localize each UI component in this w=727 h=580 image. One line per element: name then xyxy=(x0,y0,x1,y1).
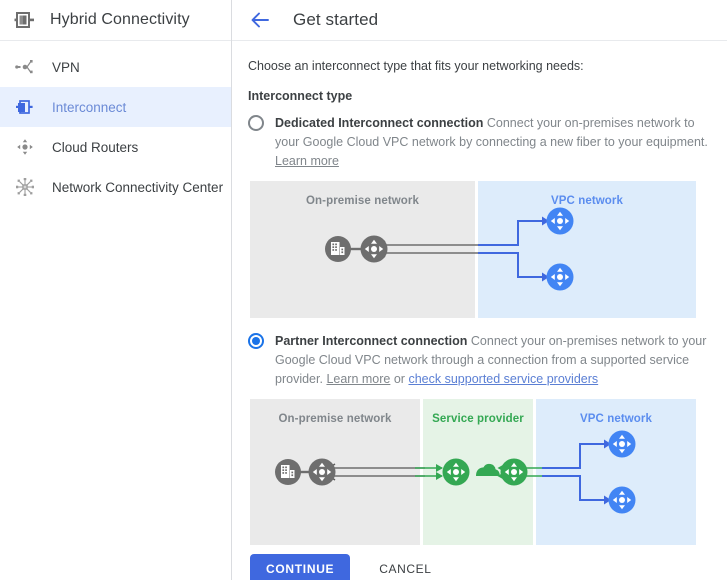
product-title: Hybrid Connectivity xyxy=(50,11,190,28)
radio-dot xyxy=(252,337,260,345)
zone-label: VPC network xyxy=(579,413,653,425)
radio-button-dedicated[interactable] xyxy=(248,115,264,131)
action-bar: CONTINUE CANCEL xyxy=(250,554,711,580)
diagram-zone-vpc: VPC network xyxy=(536,399,696,545)
back-arrow-icon[interactable] xyxy=(248,8,272,32)
continue-button[interactable]: CONTINUE xyxy=(250,554,351,580)
radio-ring xyxy=(248,333,264,349)
provider-cloud xyxy=(476,463,500,476)
learn-more-link-dedicated[interactable]: Learn more xyxy=(275,154,339,168)
option-conjunction: or xyxy=(393,372,405,386)
option-title: Dedicated Interconnect connection xyxy=(275,116,484,130)
main-body: Choose an interconnect type that fits yo… xyxy=(232,41,727,580)
sidebar-item-network-connectivity-center[interactable]: Network Connectivity Center xyxy=(0,167,231,207)
zone-label: On-premise network xyxy=(278,413,392,425)
radio-option-partner[interactable]: Partner Interconnect connection Connect … xyxy=(248,332,711,389)
diagram-dedicated-graphics xyxy=(325,207,574,291)
sidebar-header: Hybrid Connectivity xyxy=(0,0,231,41)
vpn-icon xyxy=(14,56,36,78)
sidebar-item-label: Network Connectivity Center xyxy=(52,179,224,195)
sidebar-item-label: VPN xyxy=(52,59,80,75)
sidebar-nav: VPN Interconnect xyxy=(0,41,231,207)
sidebar-item-label: Interconnect xyxy=(52,99,127,115)
sidebar-item-vpn[interactable]: VPN xyxy=(0,47,231,87)
option-description: Connect your on-premises network to your… xyxy=(275,116,708,149)
diagram-dedicated-interconnect: On-premise network VPC network xyxy=(250,181,696,318)
radio-button-partner[interactable] xyxy=(248,333,264,349)
option-description: Connect your on-premises network to your… xyxy=(275,334,707,386)
option-title: Partner Interconnect connection xyxy=(275,334,468,348)
zone-label: Service provider xyxy=(432,413,524,425)
radio-label-dedicated: Dedicated Interconnect connection Connec… xyxy=(275,114,711,171)
sidebar-item-interconnect[interactable]: Interconnect xyxy=(0,87,231,127)
main-panel: Get started Choose an interconnect type … xyxy=(232,0,727,580)
intro-text: Choose an interconnect type that fits yo… xyxy=(248,59,584,73)
zone-label: VPC network xyxy=(550,195,624,207)
diagram-zone-vpc: VPC network xyxy=(478,181,696,318)
cloud-router-icon xyxy=(14,136,36,158)
page-title: Get started xyxy=(293,10,379,29)
network-connectivity-center-icon xyxy=(14,176,36,198)
check-supported-service-providers-link[interactable]: check supported service providers xyxy=(408,372,599,386)
sidebar: Hybrid Connectivity VPN xyxy=(0,0,232,580)
cancel-button[interactable]: CANCEL xyxy=(367,554,443,580)
radio-option-dedicated[interactable]: Dedicated Interconnect connection Connec… xyxy=(248,114,711,171)
radio-label-partner: Partner Interconnect connection Connect … xyxy=(275,332,711,389)
learn-more-link-partner[interactable]: Learn more xyxy=(326,372,391,386)
interconnect-icon xyxy=(14,96,36,118)
diagram-partner-interconnect: On-premise network Service provider VPC … xyxy=(250,399,696,545)
radio-ring xyxy=(248,115,264,131)
main-header: Get started xyxy=(232,0,727,41)
diagram-partner-graphics xyxy=(275,430,636,514)
interconnect-product-icon xyxy=(12,7,38,33)
zone-label: On-premise network xyxy=(306,195,419,207)
sidebar-item-label: Cloud Routers xyxy=(52,139,139,155)
sidebar-item-cloud-routers[interactable]: Cloud Routers xyxy=(0,127,231,167)
section-label: Interconnect type xyxy=(248,89,353,103)
